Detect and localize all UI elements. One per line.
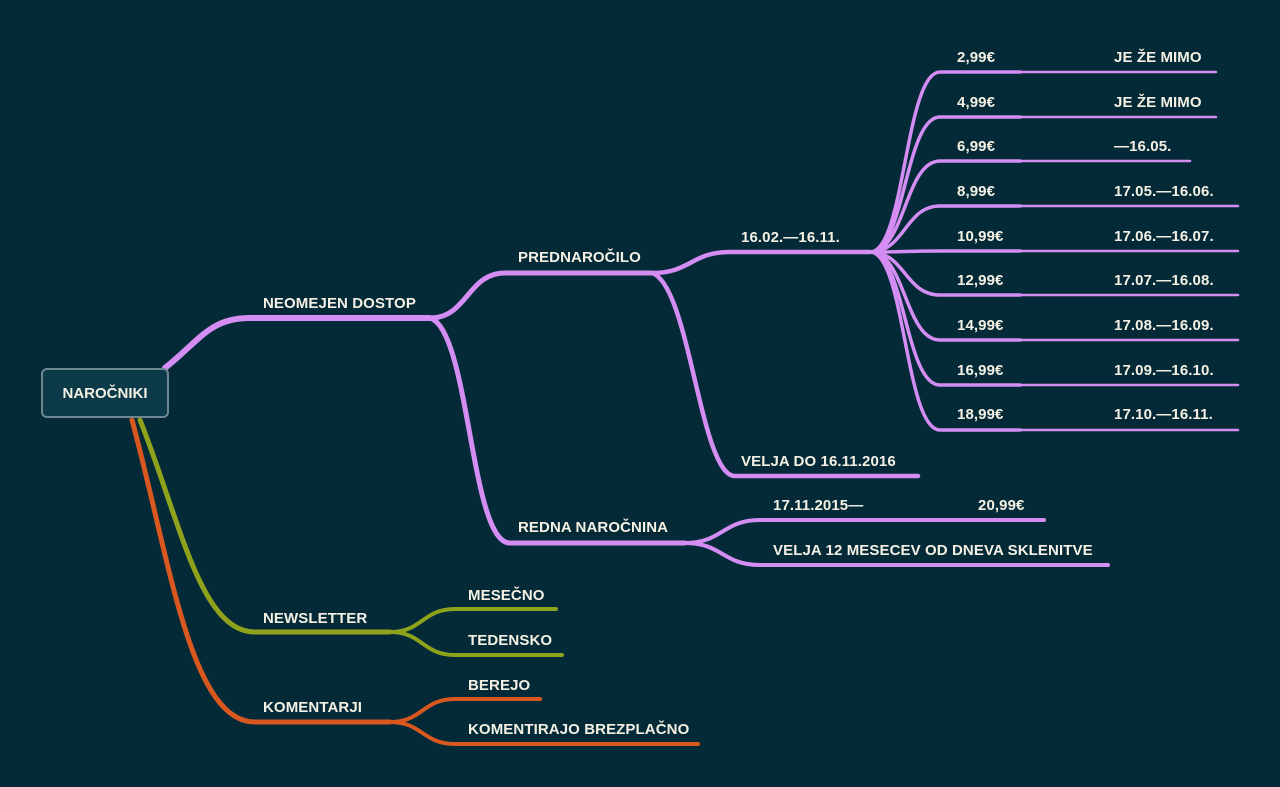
tier-dates[interactable]: 17.07.—16.08. [1114,272,1214,289]
tier-line [868,249,1022,254]
branch-line [137,417,393,635]
tier-price[interactable]: 10,99€ [957,228,1004,245]
root-label: NAROČNIKI [62,384,148,402]
tier-dates[interactable]: JE ŽE MIMO [1114,94,1202,111]
tier-dates[interactable]: JE ŽE MIMO [1114,49,1202,66]
prednarocilo-period[interactable]: 16.02.—16.11. [741,229,840,246]
branch-line [649,270,921,479]
branch-komentarji[interactable]: KOMENTARJI [263,699,363,716]
branch-neomejen-dostop[interactable]: NEOMEJEN DOSTOP [263,295,416,312]
komentarji-berejo[interactable]: BEREJO [468,677,531,694]
branch-line [427,270,655,321]
tier-dates[interactable]: 17.09.—16.10. [1114,362,1214,379]
branch-line [388,630,564,657]
tier-line [868,250,1022,432]
tier-price[interactable]: 8,99€ [957,183,996,200]
tier-line [868,159,1022,254]
tier-price[interactable]: 12,99€ [957,272,1004,289]
branch-line [683,518,1046,545]
prednarocilo-validity[interactable]: VELJA DO 16.11.2016 [741,453,896,470]
redna-start[interactable]: 17.11.2015— [773,497,864,514]
branch-prednarocilo[interactable]: PREDNAROČILO [518,249,641,266]
redna-validity[interactable]: VELJA 12 MESECEV OD DNEVA SKLENITVE [773,542,1093,559]
newsletter-mesecno[interactable]: MESEČNO [468,587,545,604]
branch-line [683,541,1110,567]
branch-line [388,607,558,634]
tier-line [868,204,1022,254]
tier-dates[interactable]: 17.10.—16.11. [1114,406,1213,423]
branch-line [427,315,688,546]
branch-line [388,697,542,724]
newsletter-tedensko[interactable]: TEDENSKO [468,632,553,649]
branch-line [649,249,873,276]
tier-price[interactable]: 4,99€ [957,94,996,111]
branch-line [388,720,700,746]
tier-price[interactable]: 14,99€ [957,317,1004,334]
tier-price[interactable]: 18,99€ [957,406,1004,423]
branch-line [162,315,433,371]
komentarji-brezplacno[interactable]: KOMENTIRAJO BREZPLAČNO [468,721,690,738]
tier-price[interactable]: 16,99€ [957,362,1004,379]
tier-dates[interactable]: 17.08.—16.09. [1114,317,1214,334]
tier-price[interactable]: 6,99€ [957,138,996,155]
tier-dates[interactable]: 17.06.—16.07. [1114,228,1214,245]
tier-dates[interactable]: —16.05. [1114,138,1172,155]
root-node[interactable]: NAROČNIKI [41,368,169,418]
branch-line [129,417,393,725]
tier-price[interactable]: 2,99€ [957,49,996,66]
redna-price[interactable]: 20,99€ [978,497,1025,514]
tier-dates[interactable]: 17.05.—16.06. [1114,183,1214,200]
branch-redna-narocnina[interactable]: REDNA NAROČNINA [518,519,669,536]
branch-newsletter[interactable]: NEWSLETTER [263,610,368,627]
